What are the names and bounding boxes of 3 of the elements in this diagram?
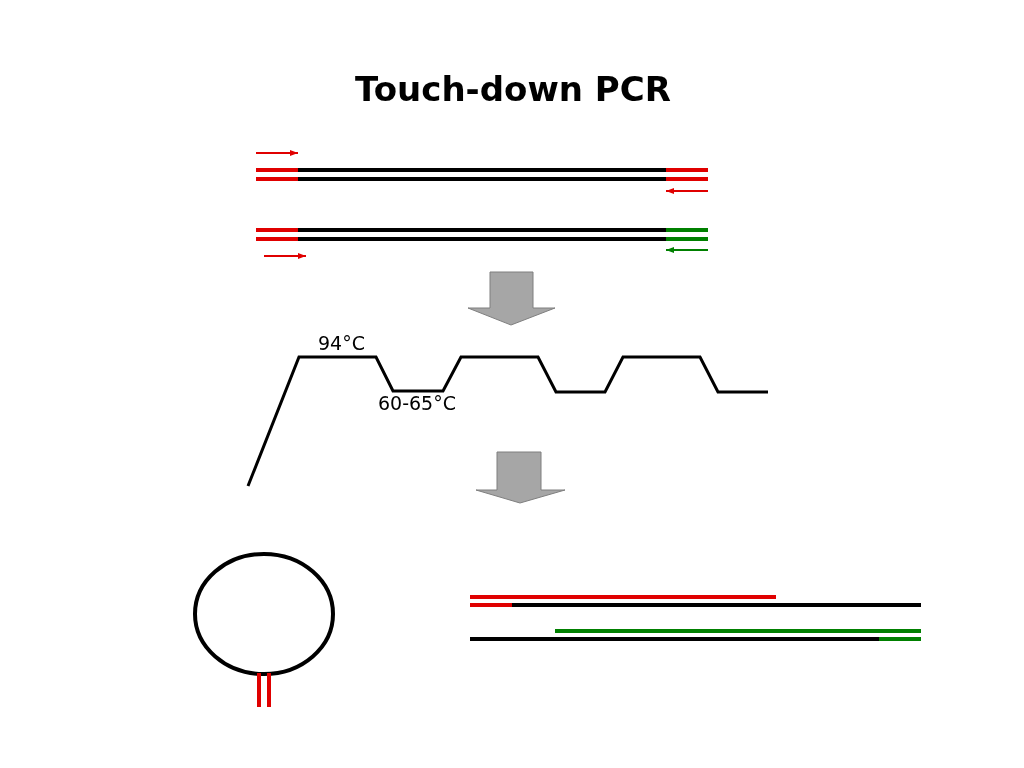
title: Touch-down PCR bbox=[355, 72, 671, 106]
temperature-label: 94°C bbox=[318, 334, 365, 353]
temperature-label: 60-65°C bbox=[378, 394, 456, 413]
